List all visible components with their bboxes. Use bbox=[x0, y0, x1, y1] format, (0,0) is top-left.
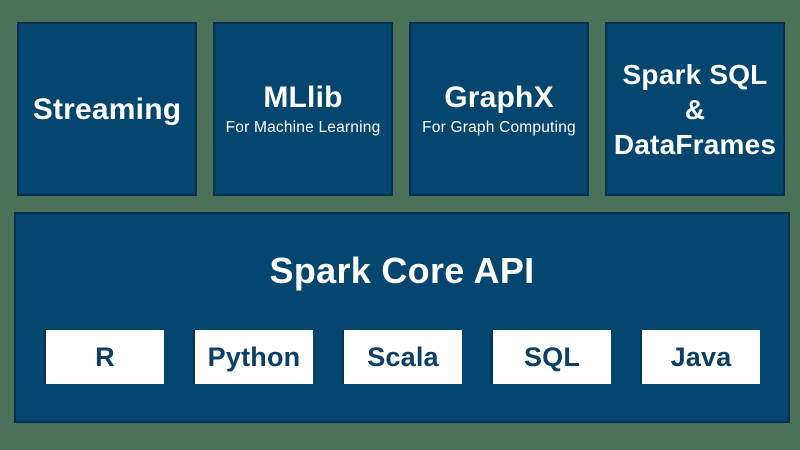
spark-core-api-title: Spark Core API bbox=[269, 250, 535, 291]
graphx-box-title: GraphX bbox=[444, 81, 554, 114]
language-chip-r: R bbox=[44, 330, 164, 384]
component-row: Streaming MLlib For Machine Learning Gra… bbox=[17, 22, 785, 196]
spark-core-api-box: Spark Core API R Python Scala SQL Java bbox=[14, 212, 790, 423]
mllib-box: MLlib For Machine Learning bbox=[213, 22, 393, 196]
graphx-box: GraphX For Graph Computing bbox=[409, 22, 589, 196]
spark-sql-dataframes-box: Spark SQL & DataFrames bbox=[605, 22, 785, 196]
language-chip-python: Python bbox=[193, 330, 313, 384]
language-chip-row: R Python Scala SQL Java bbox=[16, 330, 788, 384]
graphx-box-subtitle: For Graph Computing bbox=[422, 119, 576, 136]
language-chip-java: Java bbox=[640, 330, 760, 384]
streaming-box: Streaming bbox=[17, 22, 197, 196]
language-chip-scala: Scala bbox=[342, 330, 462, 384]
mllib-box-title: MLlib bbox=[263, 81, 343, 114]
spark-sql-dataframes-box-title: Spark SQL & DataFrames bbox=[613, 58, 777, 160]
streaming-box-title: Streaming bbox=[32, 92, 182, 126]
language-chip-sql: SQL bbox=[491, 330, 611, 384]
mllib-box-subtitle: For Machine Learning bbox=[225, 119, 381, 136]
